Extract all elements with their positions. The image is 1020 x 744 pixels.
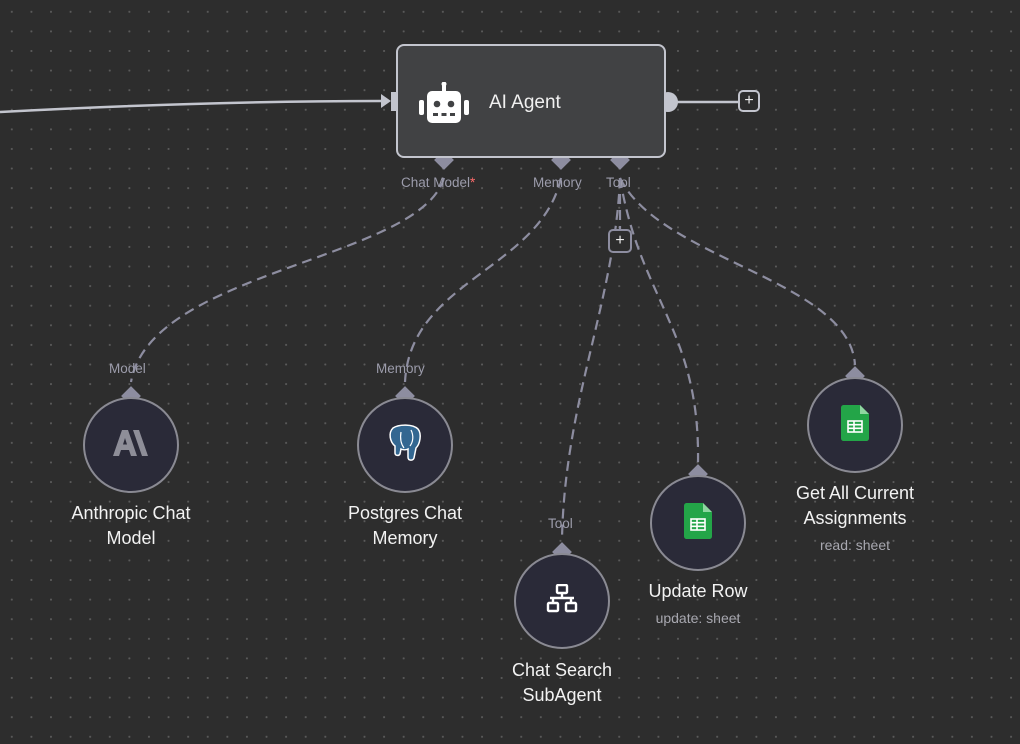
chat-model-connection[interactable] (129, 177, 446, 383)
robot-icon (418, 81, 470, 129)
anthropic-icon (113, 429, 149, 461)
ai-agent-node[interactable]: AI Agent (396, 44, 666, 158)
anthropic-node-label: Anthropic Chat Model (71, 503, 191, 548)
google-sheets-icon (841, 404, 869, 446)
input-arrowhead (381, 94, 391, 108)
subagent-node-label: Chat Search SubAgent (511, 660, 613, 705)
update-row-node[interactable] (650, 475, 746, 571)
memory-connection[interactable] (403, 177, 563, 383)
get-all-current-assignments-node[interactable] (807, 377, 903, 473)
sitemap-icon (546, 583, 578, 619)
postgres-chat-memory-node[interactable] (357, 397, 453, 493)
get-all-subtitle: read: sheet (819, 537, 891, 553)
chat-model-port-label: Chat Model* (401, 175, 476, 190)
input-port[interactable] (391, 92, 400, 111)
google-sheets-icon (684, 502, 712, 544)
required-marker: * (470, 175, 476, 190)
update-row-node-label: Update Row (648, 581, 748, 601)
postgres-node-label: Postgres Chat Memory (347, 503, 463, 548)
add-output-node-button[interactable]: + (738, 90, 760, 112)
input-connection[interactable] (0, 99, 385, 114)
memory-port-label: Memory (533, 175, 582, 190)
add-tool-button[interactable]: + (608, 229, 632, 253)
update-row-subtitle: update: sheet (655, 610, 741, 626)
chat-search-subagent-node[interactable] (514, 553, 610, 649)
postgres-port-label: Memory (376, 361, 425, 376)
anthropic-port-label: Model (109, 361, 146, 376)
get-all-node-label: Get All Current Assignments (795, 483, 915, 528)
subagent-port-label: Tool (548, 516, 573, 531)
tool-connection-subagent[interactable] (560, 177, 622, 539)
tool-port-label: Tool (606, 175, 631, 190)
tool-connection-update-row[interactable] (618, 177, 700, 463)
ai-agent-title: AI Agent (489, 92, 561, 113)
postgres-icon (387, 423, 423, 467)
anthropic-chat-model-node[interactable] (83, 397, 179, 493)
tool-connection-get-all[interactable] (619, 177, 857, 366)
